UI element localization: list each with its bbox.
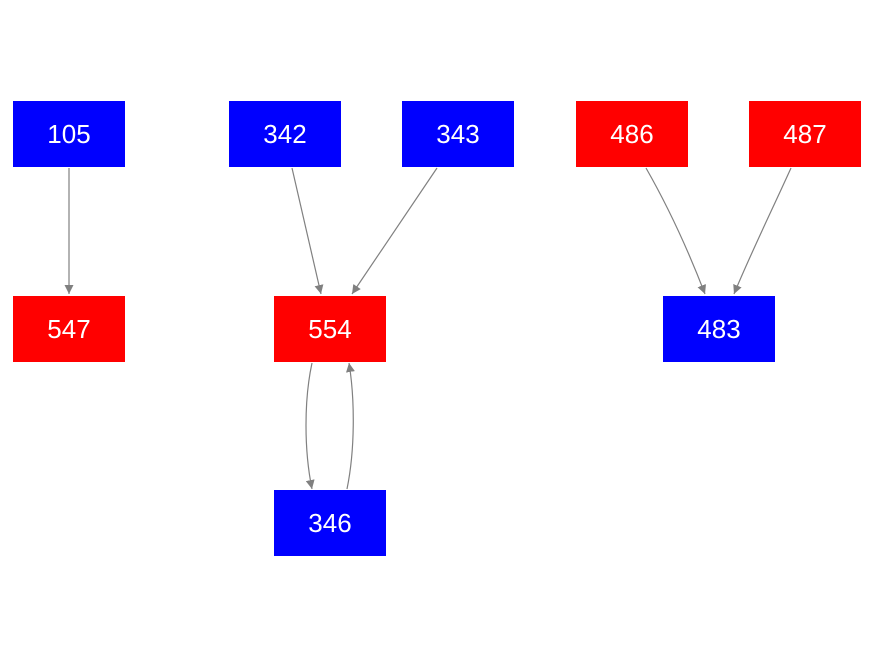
node-label: 486	[610, 118, 654, 149]
node-label: 487	[783, 118, 827, 149]
node-342[interactable]: 342	[229, 101, 341, 167]
node-label: 547	[47, 313, 91, 344]
node-label: 483	[697, 313, 741, 344]
edge-486-to-483	[645, 167, 706, 295]
node-label: 346	[308, 507, 352, 538]
node-487[interactable]: 487	[749, 101, 861, 167]
edge-343-to-554	[351, 167, 438, 295]
node-554[interactable]: 554	[274, 296, 386, 362]
node-label: 342	[263, 118, 307, 149]
node-label: 554	[308, 313, 352, 344]
node-label: 343	[436, 118, 480, 149]
node-346[interactable]: 346	[274, 490, 386, 556]
node-486[interactable]: 486	[576, 101, 688, 167]
edge-342-to-554	[291, 167, 324, 295]
node-label: 105	[47, 118, 91, 149]
edge-554-to-346	[305, 362, 315, 490]
edge-346-to-554	[345, 362, 355, 490]
node-483[interactable]: 483	[663, 296, 775, 362]
node-105[interactable]: 105	[13, 101, 125, 167]
node-547[interactable]: 547	[13, 296, 125, 362]
node-343[interactable]: 343	[402, 101, 514, 167]
edge-487-to-483	[733, 167, 792, 295]
